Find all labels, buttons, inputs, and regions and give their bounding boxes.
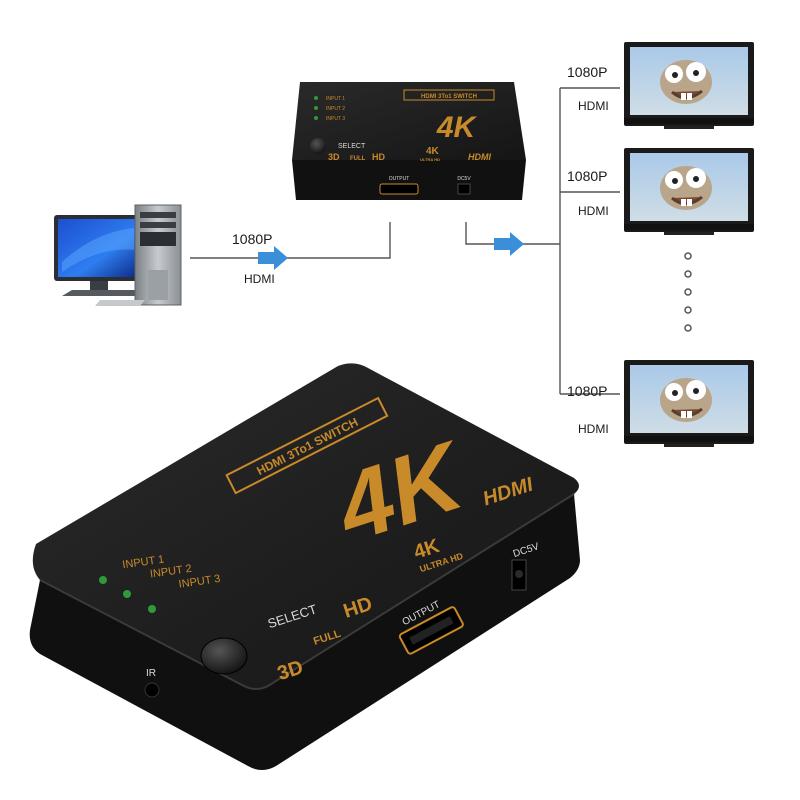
ir-label: IR — [146, 668, 156, 679]
tv-1-interface: HDMI — [578, 99, 609, 113]
tv-2-resolution: 1080P — [567, 168, 607, 184]
small-input-1: INPUT 1 — [326, 96, 345, 102]
small-select-button — [310, 138, 326, 154]
small-uhd-logo: 4K — [426, 146, 440, 157]
ir-port — [144, 682, 160, 698]
ellipsis-dots — [684, 252, 692, 332]
tv-1-resolution: 1080P — [567, 64, 607, 80]
source-resolution-label: 1080P — [232, 231, 272, 247]
small-full-text: FULL — [350, 156, 366, 162]
small-uhd-sub: ULTRA HD — [420, 157, 440, 162]
input-1-led — [99, 576, 107, 584]
tv-display-1 — [622, 40, 756, 131]
input-3-label: INPUT 3 — [178, 573, 221, 591]
small-hd-text: HD — [372, 152, 385, 162]
tv-display-3 — [622, 358, 756, 449]
signal-lines — [190, 87, 620, 395]
small-badge-text: HDMI 3To1 SWITCH — [421, 94, 477, 100]
input-3-led — [148, 605, 156, 613]
small-switch-device: HDMI 3To1 SWITCH 4K INPUT 1 INPUT 2 INPU… — [292, 82, 526, 200]
small-hdmi-logo: HDMI — [468, 152, 491, 162]
small-output-label: OUTPUT — [389, 176, 410, 182]
arrow-right-icon — [258, 246, 288, 270]
tv-2-interface: HDMI — [578, 204, 609, 218]
select-button — [200, 637, 248, 675]
tv-3-resolution: 1080P — [567, 383, 607, 399]
arrow-right-icon — [494, 232, 524, 256]
source-interface-label: HDMI — [244, 272, 275, 286]
hdmi-switch-device: HDMI 3To1 SWITCH 4K HDMI 4K ULTRA HD INP… — [29, 363, 580, 770]
small-input-3: INPUT 3 — [326, 116, 345, 122]
input-1-label: INPUT 1 — [122, 554, 165, 572]
small-output-port — [379, 183, 419, 195]
small-input-2: INPUT 2 — [326, 106, 345, 112]
tv-display-2 — [622, 146, 756, 237]
small-3d-text: 3D — [328, 152, 340, 162]
input-2-led — [123, 590, 131, 598]
input-2-label: INPUT 2 — [149, 563, 192, 581]
small-power-port — [457, 183, 471, 195]
small-select-label: SELECT — [338, 143, 366, 150]
small-power-label: DC5V — [457, 176, 471, 182]
small-big-logo: 4K — [436, 111, 478, 144]
computer-icon — [54, 204, 182, 306]
tv-3-interface: HDMI — [578, 422, 609, 436]
